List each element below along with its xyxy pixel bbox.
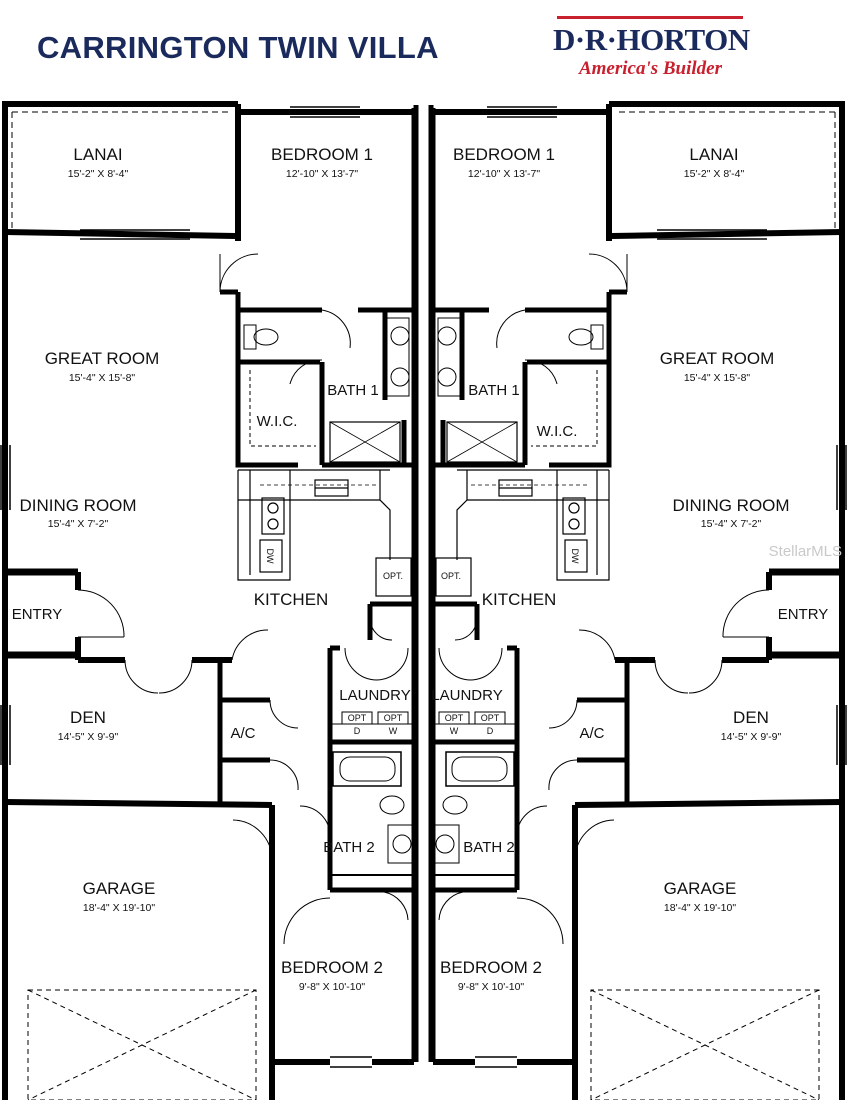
left-opt-label: OPT. [383,571,403,581]
right-opt-label: OPT. [441,571,461,581]
left-dining-room-label: DINING ROOM [19,496,136,515]
right-bedroom1-dim: 12'-10" X 13'-7" [468,168,540,180]
left-entry-label: ENTRY [12,606,63,623]
right-dining-room-label: DINING ROOM [672,496,789,515]
right-labels: LANAI 15'-2" X 8'-4" BEDROOM 1 12'-10" X… [431,145,828,993]
brand-logo: D·R·HORTON America's Builder [553,16,750,82]
right-laundry-opt2: OPT [481,713,500,723]
left-laundry-opt1: OPT [348,713,367,723]
left-wic-label: W.I.C. [257,413,298,430]
right-great-room-label: GREAT ROOM [660,349,775,368]
right-dw-label: DW [570,549,580,564]
left-den-label: DEN [70,708,106,727]
left-great-room-label: GREAT ROOM [45,349,160,368]
left-bedroom2-dim: 9'-8" X 10'-10" [299,981,366,993]
left-kitchen-label: KITCHEN [254,590,329,609]
left-garage-dim: 18'-4" X 19'-10" [83,902,155,914]
right-lanai-label: LANAI [689,145,738,164]
left-great-room-dim: 15'-4" X 15'-8" [69,372,136,384]
right-wic-label: W.I.C. [537,423,578,440]
right-den-dim: 14'-5" X 9'-9" [721,731,782,743]
right-great-room-dim: 15'-4" X 15'-8" [684,372,751,384]
left-dw-label: DW [265,549,275,564]
right-laundry-label: LAUNDRY [431,687,502,704]
left-bedroom2-label: BEDROOM 2 [281,958,383,977]
unit-left-geometry [0,101,417,1100]
left-laundry-w: W [389,726,398,736]
right-den-label: DEN [733,708,769,727]
left-labels: LANAI 15'-2" X 8'-4" BEDROOM 1 12'-10" X… [12,145,411,993]
left-dining-room-dim: 15'-4" X 7'-2" [48,518,109,530]
left-bath2-label: BATH 2 [323,839,374,856]
right-bath2-label: BATH 2 [463,839,514,856]
plan-title: CARRINGTON TWIN VILLA [37,30,439,65]
left-bedroom1-dim: 12'-10" X 13'-7" [286,168,358,180]
left-den-dim: 14'-5" X 9'-9" [58,731,119,743]
right-laundry-d: D [487,726,494,736]
right-kitchen-label: KITCHEN [482,590,557,609]
right-lanai-dim: 15'-2" X 8'-4" [684,168,745,180]
watermark: StellarMLS [769,543,842,560]
right-bedroom2-dim: 9'-8" X 10'-10" [458,981,525,993]
left-lanai-label: LANAI [73,145,122,164]
right-garage-label: GARAGE [664,879,737,898]
left-laundry-d: D [354,726,361,736]
right-entry-label: ENTRY [778,606,829,623]
right-bath1-label: BATH 1 [468,382,519,399]
left-lanai-dim: 15'-2" X 8'-4" [68,168,129,180]
right-laundry-w: W [450,726,459,736]
left-bedroom1-label: BEDROOM 1 [271,145,373,164]
right-bedroom2-label: BEDROOM 2 [440,958,542,977]
logo-tagline: America's Builder [578,58,723,79]
left-laundry-label: LAUNDRY [339,687,410,704]
logo-accent-bar [557,16,743,19]
left-bath1-label: BATH 1 [327,382,378,399]
right-garage-dim: 18'-4" X 19'-10" [664,902,736,914]
right-laundry-opt1: OPT [445,713,464,723]
right-ac-label: A/C [579,725,604,742]
right-bedroom1-label: BEDROOM 1 [453,145,555,164]
logo-brand-name: D·R·HORTON [553,22,750,57]
left-laundry-opt2: OPT [384,713,403,723]
header: CARRINGTON TWIN VILLA D·R·HORTON America… [0,0,847,100]
left-garage-label: GARAGE [83,879,156,898]
right-dining-room-dim: 15'-4" X 7'-2" [701,518,762,530]
floor-plan: LANAI 15'-2" X 8'-4" BEDROOM 1 12'-10" X… [0,100,847,1100]
left-ac-label: A/C [230,725,255,742]
